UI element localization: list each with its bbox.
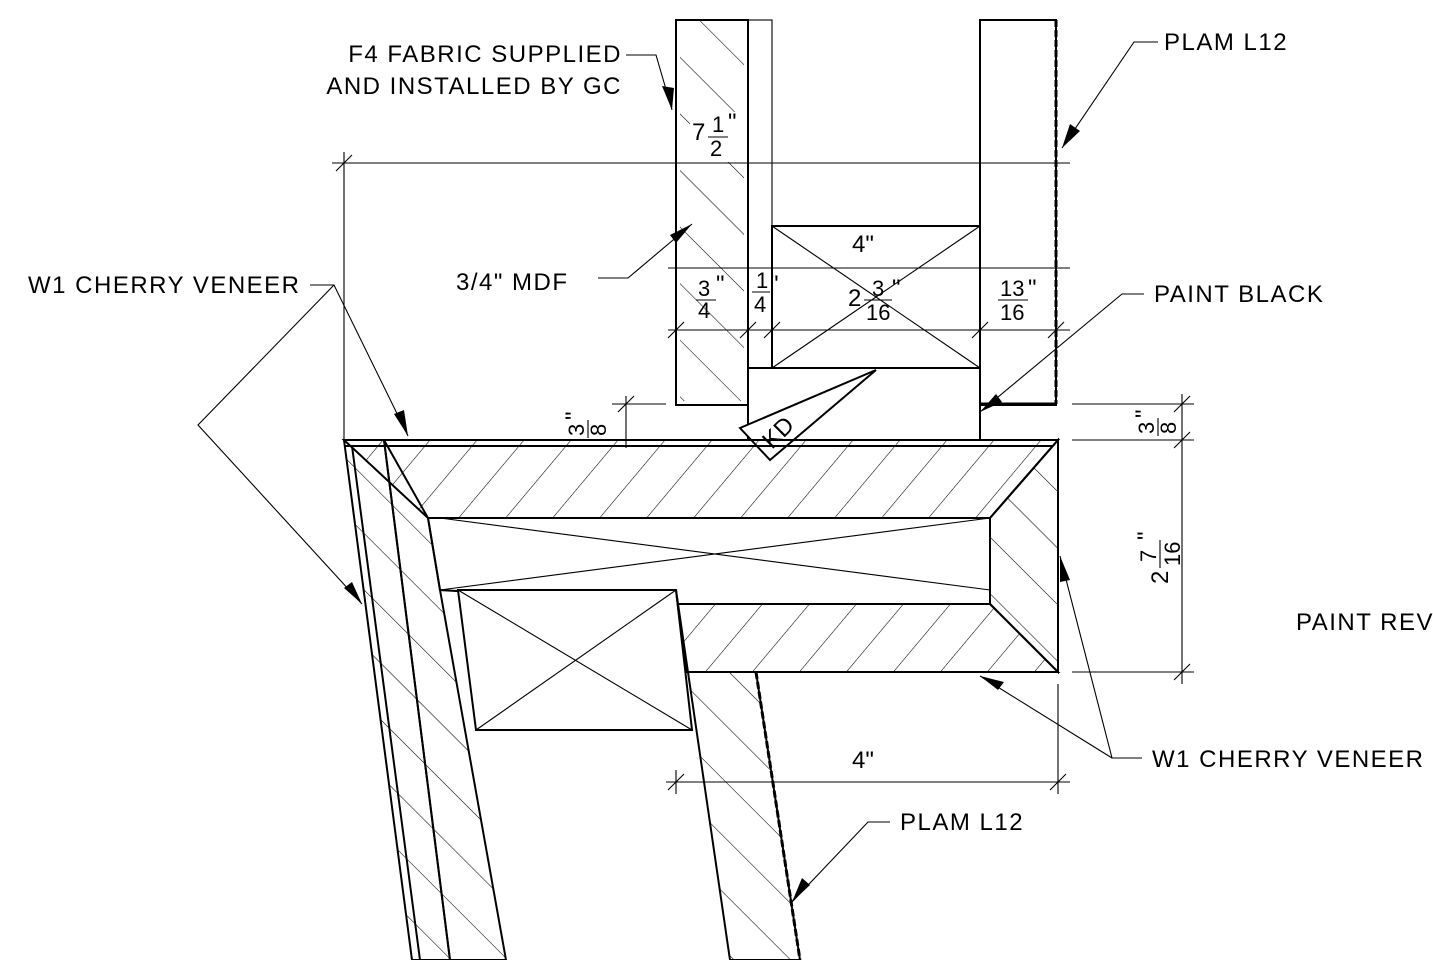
dim-left-eighth-inch: " [561, 411, 588, 420]
leader-arrow [1062, 124, 1080, 148]
dim-thirteen-num: 13 [1000, 276, 1024, 301]
dim-thirteen-den: 16 [1000, 300, 1024, 325]
leader-w1-left-b [197, 284, 363, 605]
dim-vert-inch: " [1133, 531, 1160, 540]
dim-three-quarter-inch: " [716, 271, 725, 298]
sloped-front-assembly [342, 439, 802, 960]
leader-w1-right-b [979, 675, 1113, 759]
callout-labels: F4 FABRIC SUPPLIED AND INSTALLED BY GC P… [28, 29, 1433, 836]
leader-w1-right-a [1059, 555, 1142, 759]
front-veneer-board [342, 439, 452, 960]
dim-tick [1049, 773, 1067, 791]
leader-paint-black [979, 293, 1144, 413]
dim-left-eighth-den: 8 [586, 424, 611, 436]
cap-top-board [341, 439, 1061, 519]
dim-tick [1173, 431, 1191, 449]
dim-quarter-inch: " [770, 271, 779, 298]
leaders [197, 41, 1158, 903]
plam-bottom-label: PLAM L12 [900, 809, 1024, 836]
dim-tick [739, 321, 757, 339]
dim-right-eighth: 3 8 " [1131, 409, 1181, 436]
mdf-label: 3/4" MDF [456, 269, 569, 296]
dim-quarter-den: 4 [754, 292, 766, 317]
dimension-labels: 7 1 2 " 4" 3 4 " 1 4 " 2 3 16 " 13 16 " … [561, 109, 1185, 774]
dim-top-block-width: 4" [852, 231, 874, 258]
paint-black-label: PAINT BLACK [1154, 281, 1324, 308]
blocking-cross-2 [771, 225, 981, 369]
w1-left-label: W1 CHERRY VENEER [28, 272, 301, 299]
dim-tick [667, 773, 685, 791]
mdf-panel-right [979, 19, 1057, 406]
cap-blocking-cross-2 [439, 517, 991, 591]
leader-plam-top [1061, 41, 1158, 149]
leader-arrow [980, 676, 1004, 690]
dim-two-three-whole: 2 [848, 285, 861, 312]
leader-arrow [670, 224, 692, 243]
dim-vert: 2 7 16 " [1133, 531, 1185, 584]
leader-arrow [662, 86, 674, 110]
dim-tick [1173, 663, 1191, 681]
dim-three-quarter-den: 4 [698, 298, 710, 323]
mdf-panel-left-inner [680, 20, 744, 401]
dim-tick [335, 154, 353, 172]
dim-left-eighth: 3 8 " [561, 411, 611, 438]
front-blocking-cross-1 [457, 589, 693, 731]
plam-top-label: PLAM L12 [1164, 29, 1288, 56]
dim-vert-whole: 2 [1147, 571, 1174, 584]
f4-fabric-label-line1: F4 FABRIC SUPPLIED [348, 41, 622, 68]
leader-arrow [394, 410, 408, 436]
leader-arrow [344, 582, 362, 604]
dim-seven-num: 1 [712, 112, 724, 137]
dim-tick [1047, 321, 1065, 339]
dim-right-eighth-den: 8 [1156, 422, 1181, 434]
w1-right-label: W1 CHERRY VENEER [1152, 746, 1425, 773]
dim-left-eighth-num: 3 [564, 424, 589, 436]
dim-vert-num: 7 [1136, 550, 1161, 562]
leader-arrow [1060, 556, 1070, 582]
dim-tick [667, 321, 685, 339]
dim-tick [763, 321, 781, 339]
dim-seven-inch: " [728, 109, 737, 136]
front-inner-board [383, 439, 508, 960]
dimension-lines [332, 152, 1194, 794]
dim-two-three-den: 16 [866, 300, 890, 325]
dim-two-three-inch: " [892, 275, 901, 302]
dim-three-quarter-num: 3 [698, 276, 710, 301]
dim-tick [971, 321, 989, 339]
leader-mdf [598, 223, 693, 279]
dim-seven-whole: 7 [692, 119, 705, 146]
leader-w1-left-a [310, 284, 409, 437]
dim-vert-den: 16 [1160, 542, 1185, 566]
leader-arrow [792, 878, 810, 902]
plam-bottom-line [754, 671, 802, 960]
leader-arrow [980, 394, 1002, 412]
dim-thirteen-inch: " [1028, 275, 1037, 302]
front-blocking-cross-2 [475, 589, 677, 731]
dim-two-three-num: 3 [872, 276, 884, 301]
dim-quarter-num: 1 [756, 268, 768, 293]
leader-plam-bottom [791, 821, 890, 903]
dim-right-eighth-inch: " [1131, 409, 1158, 418]
dim-right-eighth-num: 3 [1134, 422, 1159, 434]
dim-bottom-width: 4" [852, 747, 874, 774]
front-veneer-line [351, 445, 421, 960]
dim-tick [617, 395, 635, 413]
leader-f4-fabric [626, 54, 673, 111]
cap-assembly [341, 437, 1061, 675]
dim-seven-den: 2 [710, 136, 722, 161]
dim-tick [1173, 395, 1191, 413]
paint-reveal-label: PAINT REV [1296, 609, 1433, 636]
f4-fabric-label-line2: AND INSTALLED BY GC [326, 73, 622, 100]
